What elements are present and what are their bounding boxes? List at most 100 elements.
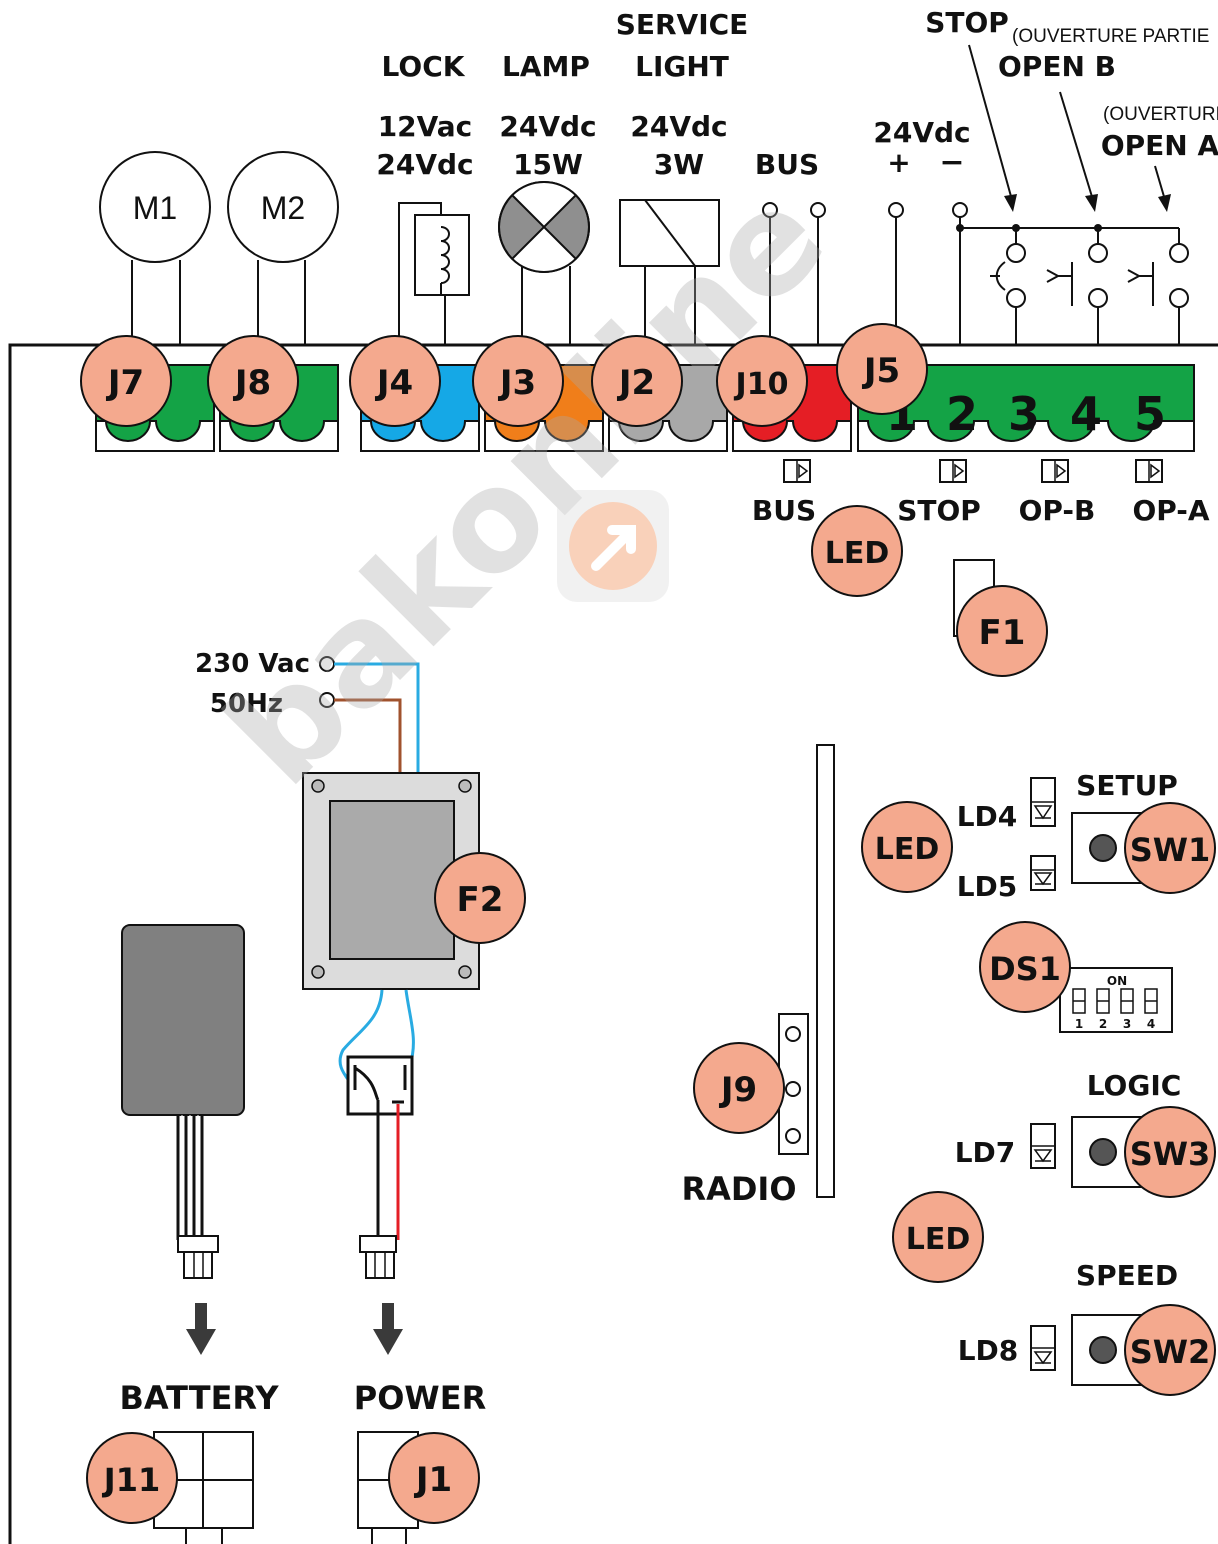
dip-num-2: 2 <box>1099 1017 1107 1031</box>
led-ld7-symbol <box>1030 1123 1056 1169</box>
mains-wire-blue <box>334 662 420 773</box>
lamp-power: 15W <box>513 148 583 181</box>
callout-j8: J8 <box>207 335 299 427</box>
callout-j3: J3 <box>472 335 564 427</box>
mains-voltage-label: 230 Vac <box>195 649 310 679</box>
motor-m2-label: M2 <box>261 190 305 226</box>
bus-terminals-symbol <box>762 202 826 345</box>
led-stop-label: STOP <box>897 494 981 527</box>
lamp-label: LAMP <box>502 50 590 83</box>
callout-j1: J1 <box>388 1432 480 1524</box>
lamp-symbol <box>498 181 590 345</box>
mains-frequency-label: 50Hz <box>210 689 283 719</box>
callout-j5: J5 <box>836 323 928 415</box>
callout-sw3: SW3 <box>1124 1106 1216 1198</box>
setup-label: SETUP <box>1076 769 1178 802</box>
callout-ds1-text: DS1 <box>989 950 1061 988</box>
callout-led-inputs: LED <box>811 505 903 597</box>
callout-j10: J10 <box>716 335 808 427</box>
down-arrow-battery <box>186 1303 216 1355</box>
callout-led-logic-text: LED <box>906 1222 971 1257</box>
terminal-number-3: 3 <box>1008 387 1040 441</box>
callout-f2-text: F2 <box>457 880 504 920</box>
mains-input: 230 Vac 50Hz <box>195 649 420 773</box>
open-a-label: OPEN A <box>1101 129 1218 162</box>
bus-top-label: BUS <box>755 148 819 181</box>
stop-top-label: STOP <box>925 6 1009 39</box>
down-arrow-power <box>373 1303 403 1355</box>
callout-j4-text: J4 <box>375 363 413 403</box>
lock-voltage-ac: 12Vac <box>378 110 473 143</box>
motor-m1-label: M1 <box>133 190 177 226</box>
board-outline <box>8 343 1218 1544</box>
speed-label: SPEED <box>1076 1259 1178 1292</box>
motor-m2: M2 <box>227 151 339 345</box>
ld4-label: LD4 <box>957 800 1018 833</box>
callout-led-logic: LED <box>892 1191 984 1283</box>
callout-led-inputs-text: LED <box>825 536 890 571</box>
callout-led-setup: LED <box>861 801 953 893</box>
ld7-label: LD7 <box>955 1136 1016 1169</box>
callout-sw1: SW1 <box>1124 802 1216 894</box>
terminal-number-5: 5 <box>1134 387 1166 441</box>
callout-j9: J9 <box>693 1042 785 1134</box>
input-leds: BUS STOP OP-B OP-A <box>752 459 1210 527</box>
callout-f1-text: F1 <box>979 613 1026 653</box>
led-ld5-symbol <box>1030 855 1056 891</box>
ld5-label: LD5 <box>957 870 1018 903</box>
callout-sw3-text: SW3 <box>1130 1135 1211 1173</box>
mains-wire-brown <box>334 698 402 773</box>
led-ld8-symbol <box>1030 1325 1056 1371</box>
service-light-power: 3W <box>654 148 704 181</box>
callout-j1-text: J1 <box>414 1460 452 1500</box>
callout-j3-text: J3 <box>498 363 536 403</box>
callout-sw2: SW2 <box>1124 1304 1216 1396</box>
button-sw2-body <box>1071 1314 1148 1386</box>
dip-num-4: 4 <box>1147 1017 1155 1031</box>
lock-coil-symbol <box>398 202 470 345</box>
motor-m1: M1 <box>99 151 211 345</box>
callout-j8-text: J8 <box>233 363 271 403</box>
supply-minus-label: − <box>939 145 964 180</box>
callout-f1: F1 <box>956 585 1048 677</box>
battery-pack <box>121 924 245 1279</box>
terminal-number-4: 4 <box>1070 387 1102 441</box>
callout-j9-text: J9 <box>719 1070 757 1110</box>
callout-ds1: DS1 <box>979 921 1071 1013</box>
supply-24vdc-label: 24Vdc <box>873 116 970 149</box>
callout-j11-text: J11 <box>102 1461 160 1499</box>
terminal-number-2: 2 <box>946 387 978 441</box>
callouts: J7 J8 J4 J3 J2 J10 J5 LED F1 F2 LED SW1 … <box>80 323 1216 1524</box>
power-harness <box>338 989 415 1279</box>
callout-j5-text: J5 <box>862 351 900 391</box>
led-bus-symbol <box>783 459 811 483</box>
service-light-label-1: SERVICE <box>616 8 749 41</box>
ld8-label: LD8 <box>958 1334 1019 1367</box>
led-opa-label: OP-A <box>1132 494 1209 527</box>
callout-j2-text: J2 <box>617 363 655 403</box>
callout-led-setup-text: LED <box>875 832 940 867</box>
open-a-note: (OUVERTURE <box>1103 104 1218 125</box>
callout-f2: F2 <box>434 852 526 944</box>
led-bus-label: BUS <box>752 494 816 527</box>
led-opb-label: OP-B <box>1019 494 1096 527</box>
callout-sw2-text: SW2 <box>1130 1333 1211 1371</box>
battery-label: BATTERY <box>120 1379 280 1417</box>
radio-module <box>778 744 835 1198</box>
logic-label: LOGIC <box>1087 1069 1182 1102</box>
power-label: POWER <box>354 1379 486 1417</box>
led-opb-symbol <box>1041 459 1069 483</box>
service-light-voltage: 24Vdc <box>630 110 727 143</box>
lock-voltage-dc: 24Vdc <box>376 148 473 181</box>
callout-j7: J7 <box>80 335 172 427</box>
callout-j2: J2 <box>591 335 683 427</box>
dip-switch-ds1: ON 1 2 3 4 <box>1059 967 1173 1033</box>
callout-j4: J4 <box>349 335 441 427</box>
service-light-label-2: LIGHT <box>635 50 729 83</box>
led-stop-symbol <box>939 459 967 483</box>
callout-j11: J11 <box>86 1432 178 1524</box>
top-labels: LOCK 12Vac 24Vdc LAMP 24Vdc 15W SERVICE … <box>376 6 1218 181</box>
dip-on-label: ON <box>1107 974 1127 988</box>
dip-num-3: 3 <box>1123 1017 1131 1031</box>
